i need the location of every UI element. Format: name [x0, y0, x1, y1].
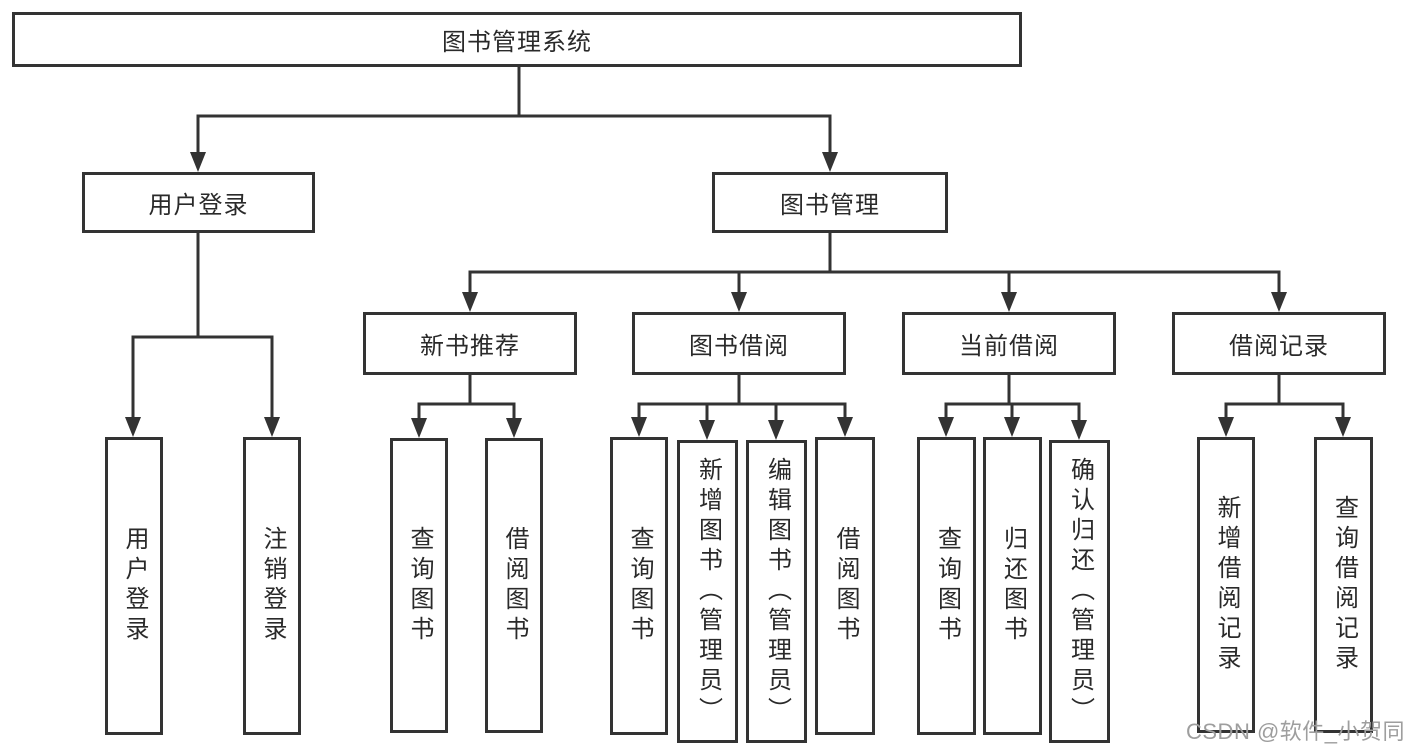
leaf-records-add-record-label: 新增借阅记录: [1213, 495, 1240, 675]
csdn-watermark: CSDN @软件_小贺同学: [1186, 719, 1405, 744]
leaf-user-login: 用户登录: [105, 437, 163, 735]
leaf-current-query-books: 查询图书: [917, 437, 976, 735]
leaf-newbook-query-books: 查询图书: [390, 438, 448, 733]
node-book-mgmt: 图书管理: [712, 172, 948, 233]
leaf-current-return-books-label: 归还图书: [999, 526, 1027, 646]
node-book-mgmt-label: 图书管理: [780, 192, 880, 219]
arrowheads: [125, 152, 1351, 440]
leaf-borrow-borrow-books: 借阅图书: [815, 437, 875, 735]
leaf-borrow-borrow-books-label: 借阅图书: [832, 526, 859, 646]
leaf-logout-label: 注销登录: [259, 526, 286, 646]
node-borrow-records-label: 借阅记录: [1229, 333, 1329, 360]
node-user-login: 用户登录: [82, 172, 315, 233]
node-new-book-rec-label: 新书推荐: [420, 333, 520, 360]
leaf-borrow-edit-books-admin: 编辑图书（管理员）: [746, 440, 807, 743]
leaf-records-query-record-label: 查询借阅记录: [1330, 495, 1358, 675]
leaf-newbook-borrow-books: 借阅图书: [485, 438, 543, 733]
leaf-current-confirm-return-admin: 确认归还（管理员）: [1049, 440, 1110, 743]
leaf-newbook-query-books-label: 查询图书: [406, 525, 433, 646]
leaf-borrow-query-books: 查询图书: [610, 437, 668, 735]
node-current-borrow: 当前借阅: [902, 312, 1116, 375]
node-root-label: 图书管理系统: [442, 29, 592, 56]
leaf-logout: 注销登录: [243, 437, 301, 735]
leaf-records-query-record: 查询借阅记录: [1314, 437, 1373, 733]
leaf-borrow-add-books-admin: 新增图书（管理员）: [677, 440, 738, 743]
leaf-borrow-add-books-admin-label: 新增图书（管理员）: [694, 456, 722, 727]
leaf-current-confirm-return-admin-label: 确认归还（管理员）: [1066, 456, 1094, 727]
leaf-borrow-edit-books-admin-label: 编辑图书（管理员）: [763, 456, 791, 727]
node-book-borrow-label: 图书借阅: [689, 333, 789, 360]
leaf-current-return-books: 归还图书: [983, 437, 1042, 735]
node-root: 图书管理系统: [12, 12, 1022, 67]
leaf-records-add-record: 新增借阅记录: [1197, 437, 1255, 733]
leaf-newbook-borrow-books-label: 借阅图书: [501, 525, 528, 646]
leaf-borrow-query-books-label: 查询图书: [626, 526, 653, 646]
node-borrow-records: 借阅记录: [1172, 312, 1386, 375]
leaf-user-login-label: 用户登录: [121, 526, 148, 646]
node-new-book-rec: 新书推荐: [363, 312, 577, 375]
leaf-current-query-books-label: 查询图书: [933, 526, 961, 646]
node-book-borrow: 图书借阅: [632, 312, 846, 375]
node-current-borrow-label: 当前借阅: [959, 333, 1059, 360]
node-user-login-label: 用户登录: [148, 192, 249, 219]
